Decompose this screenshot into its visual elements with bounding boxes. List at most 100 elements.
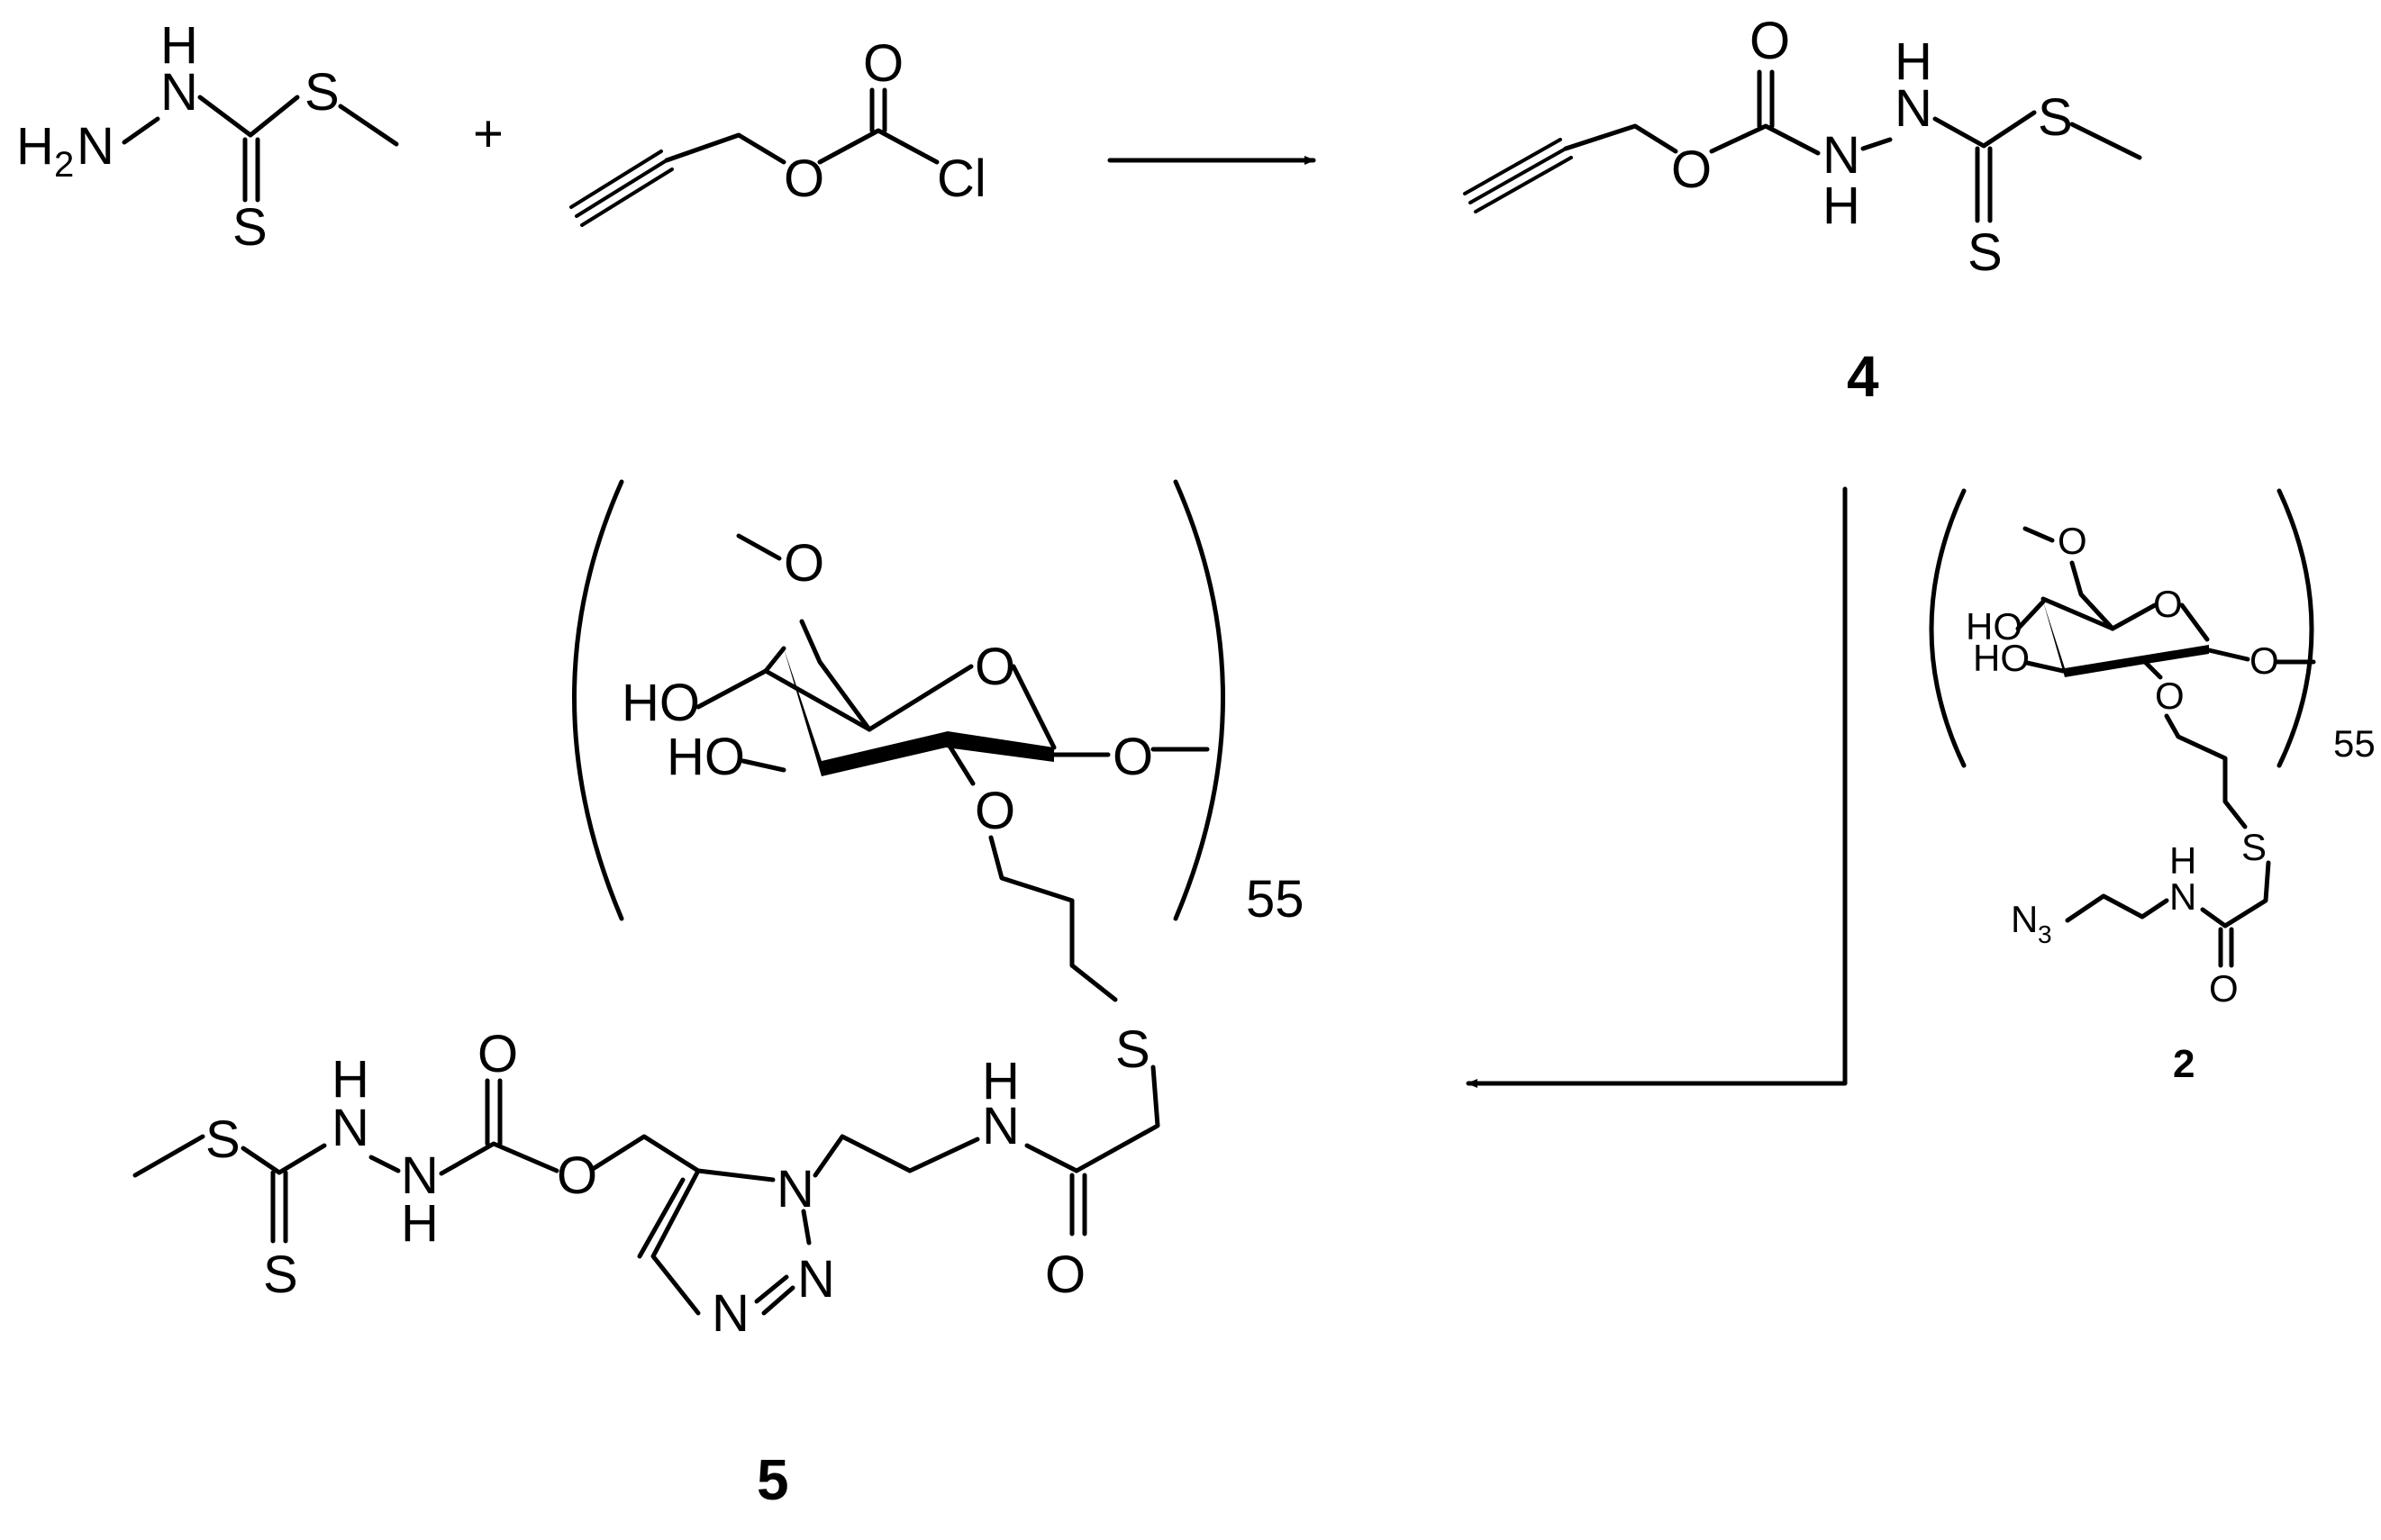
bond	[2022, 526, 2055, 543]
bond	[695, 668, 768, 710]
atom-o: O	[1045, 1246, 1086, 1304]
ring-wedge	[784, 648, 1054, 776]
triazole-bond	[801, 1209, 812, 1246]
atom-s: S	[2241, 826, 2267, 868]
bond	[2140, 657, 2163, 680]
bond	[197, 95, 300, 138]
atom-s: S	[304, 63, 340, 122]
triazole-double-bond	[754, 1274, 795, 1316]
double-bond	[869, 87, 887, 133]
left-parenthesis	[572, 479, 624, 921]
repeat-count: 55	[1246, 870, 1304, 929]
atom-o: O	[2249, 639, 2279, 682]
triple-bond	[569, 149, 674, 227]
double-bond	[1757, 69, 1775, 129]
atom-h: H	[1895, 32, 1932, 91]
triazole-bond	[650, 1168, 701, 1316]
atom-s: S	[1968, 223, 2003, 282]
bond	[1563, 123, 1678, 154]
bond	[439, 1141, 559, 1176]
bond	[1860, 137, 1893, 151]
atom-n: N	[160, 63, 198, 122]
atom-o: O	[975, 782, 1015, 840]
atom-o: O	[1113, 728, 1153, 786]
atom-h: H	[2169, 839, 2196, 882]
right-parenthesis	[2276, 488, 2314, 768]
bond	[1024, 1143, 1079, 1173]
atom-h2-prefix: H	[16, 117, 54, 176]
atom-h: H	[160, 16, 198, 75]
bond	[799, 619, 872, 732]
reagent-2: 55 O O HO HO O O S O N H N 3 2	[1929, 488, 2376, 1086]
polymer-repeat-unit: 55 O O HO HO O O S O N H	[572, 479, 1304, 1304]
double-bond	[242, 137, 260, 203]
atom-h: H	[401, 1194, 439, 1253]
bond	[741, 758, 786, 773]
triazole-double-bond	[637, 1177, 686, 1259]
subscript-2: 2	[54, 145, 74, 185]
bond	[132, 1134, 205, 1178]
atom-n: N	[777, 1160, 814, 1218]
propyl-chain	[2164, 713, 2248, 829]
atom-o: O	[557, 1146, 597, 1205]
atom-o: O	[2058, 520, 2087, 562]
subscript-3: 3	[2038, 920, 2052, 948]
atom-n: N	[982, 1097, 1020, 1155]
ring-oxygen: O	[975, 638, 1015, 696]
hydroxyl-ho: HO	[622, 674, 700, 732]
atom-o: O	[2155, 675, 2185, 717]
ring-bond	[2110, 602, 2158, 631]
atom-s: S	[263, 1246, 298, 1304]
atom-cl: Cl	[937, 149, 986, 208]
atom-s: S	[1115, 1020, 1150, 1079]
reactant-methyl-dithiocarbazate: H 2 N H N S S	[16, 16, 399, 257]
bond	[122, 116, 160, 145]
atom-o: O	[477, 1025, 518, 1083]
bond	[2040, 596, 2115, 631]
bond	[2069, 122, 2142, 160]
bond	[368, 1155, 401, 1173]
compound-label-4: 4	[1847, 344, 1879, 409]
product-5: S S H N N H O O N N N 5	[132, 1025, 980, 1512]
bond	[1932, 110, 2037, 149]
atom-n: N	[1895, 79, 1932, 138]
hydroxyl-ho: HO	[667, 728, 745, 786]
double-bond	[1975, 146, 1993, 223]
bond	[1074, 1064, 1160, 1173]
plus-sign: +	[473, 104, 504, 163]
atom-h: H	[982, 1052, 1020, 1110]
reaction-arrow	[1466, 486, 1848, 1088]
atom-o: O	[1749, 12, 1790, 70]
compound-label-2: 2	[2173, 1042, 2195, 1086]
product-4: O O N H N H S S 4	[1463, 12, 2142, 409]
left-parenthesis	[1929, 488, 1967, 768]
double-bond	[2218, 927, 2234, 968]
triazole-bond	[695, 1168, 776, 1182]
bond	[2206, 648, 2250, 662]
bond	[2069, 560, 2115, 631]
azide-n: N	[2011, 898, 2038, 940]
atom-o: O	[863, 34, 904, 93]
double-bond	[1069, 1173, 1087, 1237]
ethylene-linker	[813, 1134, 980, 1178]
ring-bond	[867, 664, 974, 732]
bond	[817, 128, 940, 165]
atom-n: N	[77, 117, 114, 176]
ethylene-linker	[2065, 893, 2169, 923]
reactant-propargyl-chloroformate: O O Cl	[569, 34, 986, 227]
ring-wedge	[2043, 602, 2209, 677]
repeat-count: 55	[2333, 722, 2376, 765]
bond	[736, 533, 782, 561]
right-parenthesis	[1173, 479, 1225, 921]
atom-n: N	[1822, 126, 1860, 185]
hydroxyl-ho: HO	[1966, 605, 2022, 648]
bond	[2200, 907, 2228, 929]
bond	[590, 1134, 701, 1173]
atom-s: S	[205, 1110, 241, 1169]
atom-n: N	[2169, 875, 2196, 918]
atom-h: H	[332, 1050, 369, 1109]
atom-n: N	[797, 1250, 835, 1309]
atom-o: O	[2209, 967, 2239, 1010]
atom-n: N	[712, 1284, 750, 1343]
